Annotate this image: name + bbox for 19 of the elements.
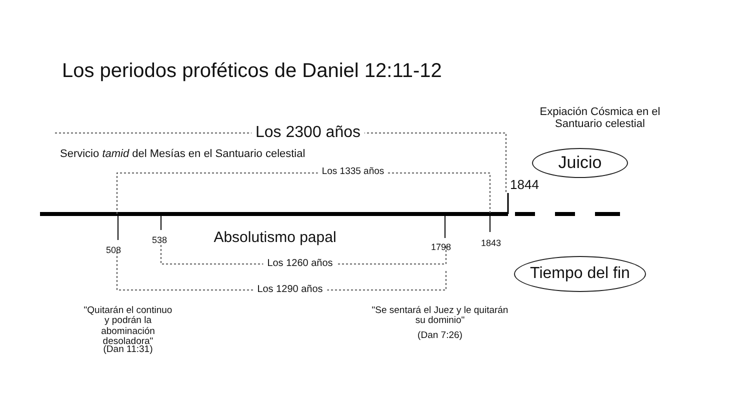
node-label: Juicio <box>558 153 602 173</box>
period-label: Los 1335 años <box>318 167 388 178</box>
period-label: Los 1290 años <box>253 284 327 295</box>
period-label: Los 1260 años <box>263 258 337 269</box>
year-label: 1798 <box>431 243 452 253</box>
quote: "Se sentará el Juez y le quitarán su dominio" <box>370 306 510 327</box>
reference: (Dan 11:31) <box>103 345 153 356</box>
reference: (Dan 7:26) <box>418 331 462 342</box>
year-label: 1843 <box>481 239 502 249</box>
year-label: 508 <box>106 246 122 256</box>
heading: Expiación Cósmica en el Santuario celestial <box>538 106 662 130</box>
year-label: 538 <box>152 236 168 246</box>
title: Los periodos proféticos de Daniel 12:11-12 <box>62 60 442 82</box>
era-label: Absolutismo papal <box>214 230 336 246</box>
year-label: 1844 <box>510 178 539 192</box>
oval <box>532 148 628 178</box>
caption: Servicio tamid del Mesías en el Santuario celestial <box>60 148 306 160</box>
node-label: Tiempo del fin <box>530 265 630 283</box>
oval <box>514 256 646 292</box>
